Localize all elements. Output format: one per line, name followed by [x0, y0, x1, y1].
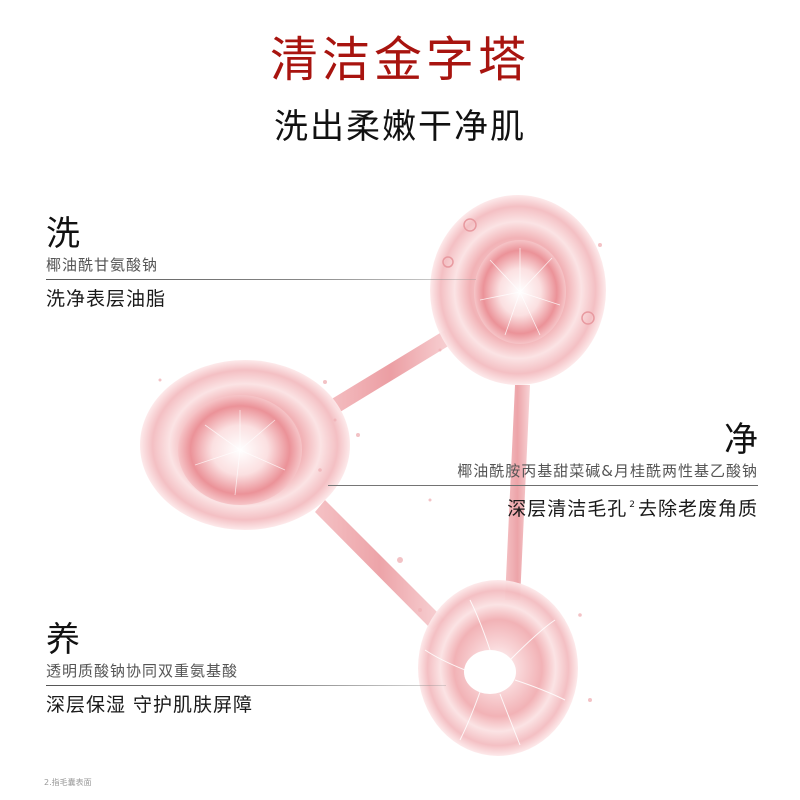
section-head: 净: [724, 420, 758, 460]
benefit-text: 洗净表层油脂: [46, 288, 167, 310]
section-nourish: 养 透明质酸钠协同双重氨基酸 深层保湿 守护肌肤屏障: [46, 620, 446, 718]
stem-bottom: [315, 500, 445, 630]
divider: [328, 485, 758, 486]
droplets: [158, 243, 602, 702]
ingredient-text: 椰油酰胺丙基甜菜碱&月桂酰两性基乙酸钠: [457, 462, 758, 480]
sphere-bottom: [418, 580, 578, 756]
sphere-left: [140, 360, 350, 530]
page-subtitle: 洗出柔嫩干净肌: [274, 107, 526, 147]
section-head: 养: [46, 620, 80, 660]
stem-right: [505, 385, 530, 600]
sphere-top: [430, 195, 606, 385]
divider: [46, 685, 446, 686]
footnote: 2.指毛囊表面: [44, 778, 92, 787]
benefit-part-b: 去除老废角质: [637, 498, 758, 520]
stem-top: [330, 330, 450, 412]
ingredient-text: 椰油酰甘氨酸钠: [46, 256, 159, 274]
divider: [46, 279, 476, 280]
ingredient-text: 透明质酸钠协同双重氨基酸: [46, 662, 239, 680]
footnote-marker: 2: [629, 500, 636, 510]
benefit-part-a: 深层清洁毛孔: [507, 498, 628, 520]
section-wash: 洗 椰油酰甘氨酸钠 洗净表层油脂: [46, 214, 476, 312]
page-title: 清洁金字塔: [269, 32, 530, 88]
section-head: 洗: [46, 214, 80, 254]
benefit-text: 深层保湿 守护肌肤屏障: [46, 694, 254, 716]
